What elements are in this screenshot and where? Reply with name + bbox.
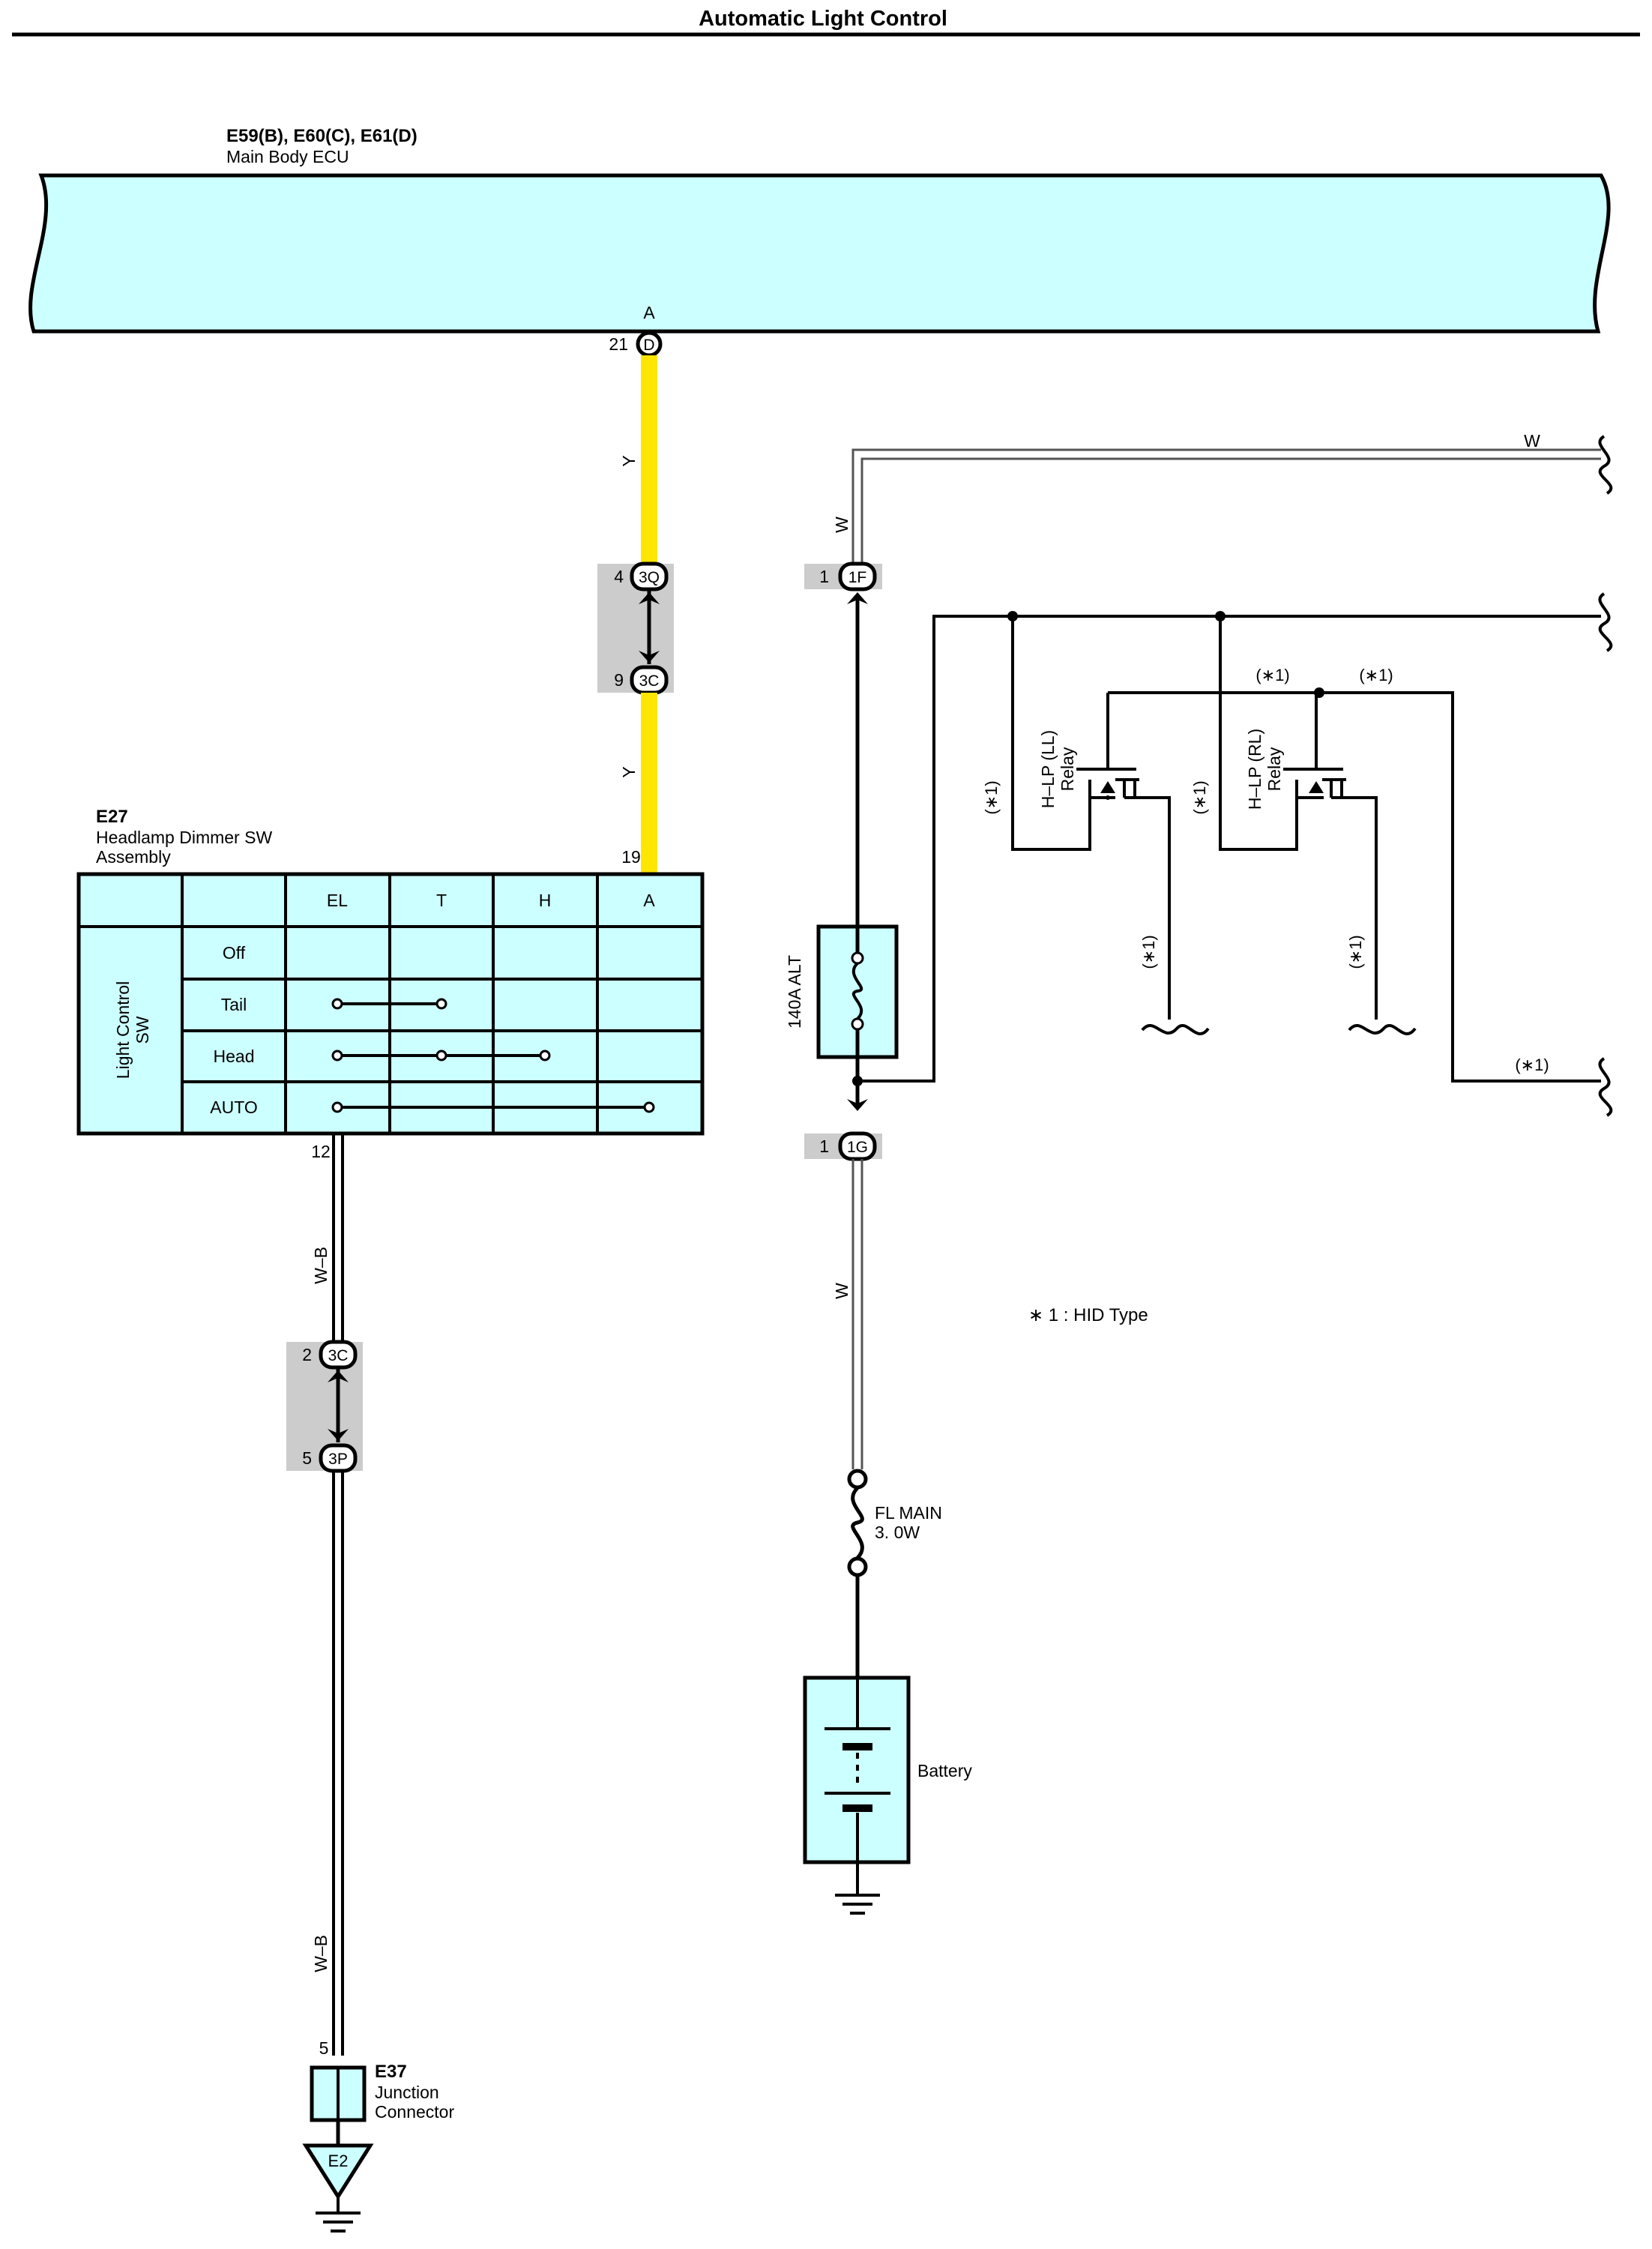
conn-1f-arrow	[847, 592, 868, 604]
wire-label-wb-upper: W–B	[311, 1247, 331, 1284]
hid-mark-top-1: (∗1)	[1255, 666, 1289, 684]
switch-row-auto: AUTO	[210, 1098, 257, 1117]
ecu-name: Main Body ECU	[226, 147, 349, 166]
hid-mark-ll-lower: (∗1)	[1139, 935, 1158, 969]
conn-1g-id: 1G	[847, 1139, 868, 1156]
alt-fuse-icon	[851, 927, 864, 1057]
conn-3p-pin: 5	[302, 1448, 312, 1468]
alt-fuse-label: 140A ALT	[785, 955, 804, 1029]
switch-side-label-2: SW	[133, 1016, 152, 1044]
hid-mark-rl-lower: (∗1)	[1346, 935, 1365, 969]
connector-1f	[838, 562, 877, 591]
hid-note: ∗ 1 : HID Type	[1028, 1305, 1148, 1325]
wire-y-lower	[641, 693, 657, 873]
conn-3c-wb-id: 3C	[328, 1347, 349, 1364]
relay-rl-diode	[1309, 781, 1324, 793]
battery-ground-icon	[835, 1862, 880, 1915]
ecu-pin: 21	[609, 334, 628, 354]
ecu-terminal-label: A	[643, 303, 655, 322]
switch-code: E27	[96, 807, 128, 827]
conn-3p-id: 3P	[328, 1451, 348, 1468]
battery-icon	[825, 1678, 890, 1862]
relay-rl	[1219, 616, 1378, 1020]
ecu-connector-d: D	[636, 331, 663, 358]
wire-break-ll	[1141, 1024, 1210, 1035]
conn-1g-pin: 1	[819, 1136, 829, 1156]
connector-3q-3c	[597, 562, 674, 695]
fl-main-fuse-icon	[847, 1469, 868, 1577]
wire-w-lower	[851, 1159, 863, 1469]
wire-label-w-lower: W	[832, 1283, 851, 1299]
wire-break-rl	[1348, 1024, 1417, 1035]
junction-name-2: Connector	[375, 2102, 454, 2122]
conn-3c-y-id: 3C	[639, 672, 660, 690]
conn-3c-y-pin: 9	[614, 670, 624, 690]
contact-tail	[331, 998, 447, 1010]
wire-wb	[332, 1133, 344, 2056]
switch-pin-bottom: 12	[311, 1142, 331, 1161]
relay-rl-label-2: Relay	[1264, 747, 1284, 791]
ecu-box	[28, 173, 1611, 334]
relay-ll-diode	[1100, 781, 1115, 793]
switch-col-el: EL	[327, 891, 348, 910]
ecu-conn-id: D	[643, 337, 654, 354]
relay-ll-label-1: H–LP (LL)	[1038, 730, 1058, 808]
relay-ll-label-2: Relay	[1058, 747, 1077, 791]
relay-power-bus	[857, 615, 1601, 1083]
wire-label-y-lower: Y	[619, 766, 639, 777]
switch-col-t: T	[436, 891, 447, 910]
fl-main-label-1: FL MAIN	[875, 1503, 942, 1523]
wire-y-upper	[641, 355, 657, 564]
conn-3q-id: 3Q	[639, 569, 660, 586]
hid-mark-rl-left: (∗1)	[1190, 780, 1209, 814]
switch-row-off: Off	[223, 943, 246, 963]
junction-code: E37	[375, 2062, 407, 2082]
relay-rl-label-1: H–LP (RL)	[1245, 729, 1264, 810]
wire-break-mid	[1598, 592, 1613, 652]
battery-label: Battery	[917, 1761, 972, 1780]
contact-auto	[331, 1101, 655, 1113]
conn-1g-arrow	[847, 1099, 868, 1111]
conn-3q-pin: 4	[614, 567, 624, 586]
switch-col-a: A	[643, 891, 655, 910]
wire-break-bottom	[1598, 1057, 1613, 1117]
switch-row-tail: Tail	[221, 995, 247, 1014]
ground-e2-label: E2	[328, 2152, 349, 2170]
page-title: Automatic Light Control	[699, 7, 947, 31]
ecu-code: E59(B), E60(C), E61(D)	[226, 126, 417, 146]
relay-ll-node	[1106, 795, 1110, 800]
wire-w-top	[851, 448, 1601, 564]
connector-3c-3p	[286, 1340, 363, 1473]
wire-break-top	[1598, 435, 1613, 495]
wire-label-y-upper: Y	[619, 455, 639, 466]
contact-head	[331, 1050, 551, 1062]
switch-name-2: Assembly	[96, 847, 171, 867]
hid-mark-ll-left: (∗1)	[982, 780, 1001, 814]
junction-pin: 5	[319, 2038, 329, 2058]
ground-e2-icon	[316, 2197, 361, 2233]
hid-mark-top-2: (∗1)	[1359, 666, 1393, 684]
conn-1f-id: 1F	[848, 569, 867, 586]
coil-bus-dot	[1314, 687, 1324, 698]
hid-mark-right: (∗1)	[1515, 1056, 1549, 1074]
wire-label-w-left: W	[832, 517, 851, 533]
relay-coil-bus	[1108, 691, 1601, 1083]
switch-col-h: H	[539, 891, 552, 910]
wire-label-w-top: W	[1524, 431, 1540, 451]
switch-name-1: Headlamp Dimmer SW	[96, 828, 272, 847]
fl-main-label-2: 3. 0W	[875, 1523, 920, 1542]
switch-row-head: Head	[214, 1047, 255, 1066]
wire-label-wb-lower: W–B	[311, 1935, 331, 1972]
relay-ll	[1011, 616, 1171, 1020]
connector-1g	[838, 1131, 877, 1161]
ground-e2-triangle	[302, 2143, 374, 2200]
switch-side-label-1: Light Control	[113, 981, 133, 1079]
switch-pin-top: 19	[621, 847, 641, 867]
junction-name-1: Junction	[375, 2083, 439, 2102]
conn-3c-wb-pin: 2	[302, 1345, 312, 1364]
conn-1f-pin: 1	[819, 567, 829, 586]
